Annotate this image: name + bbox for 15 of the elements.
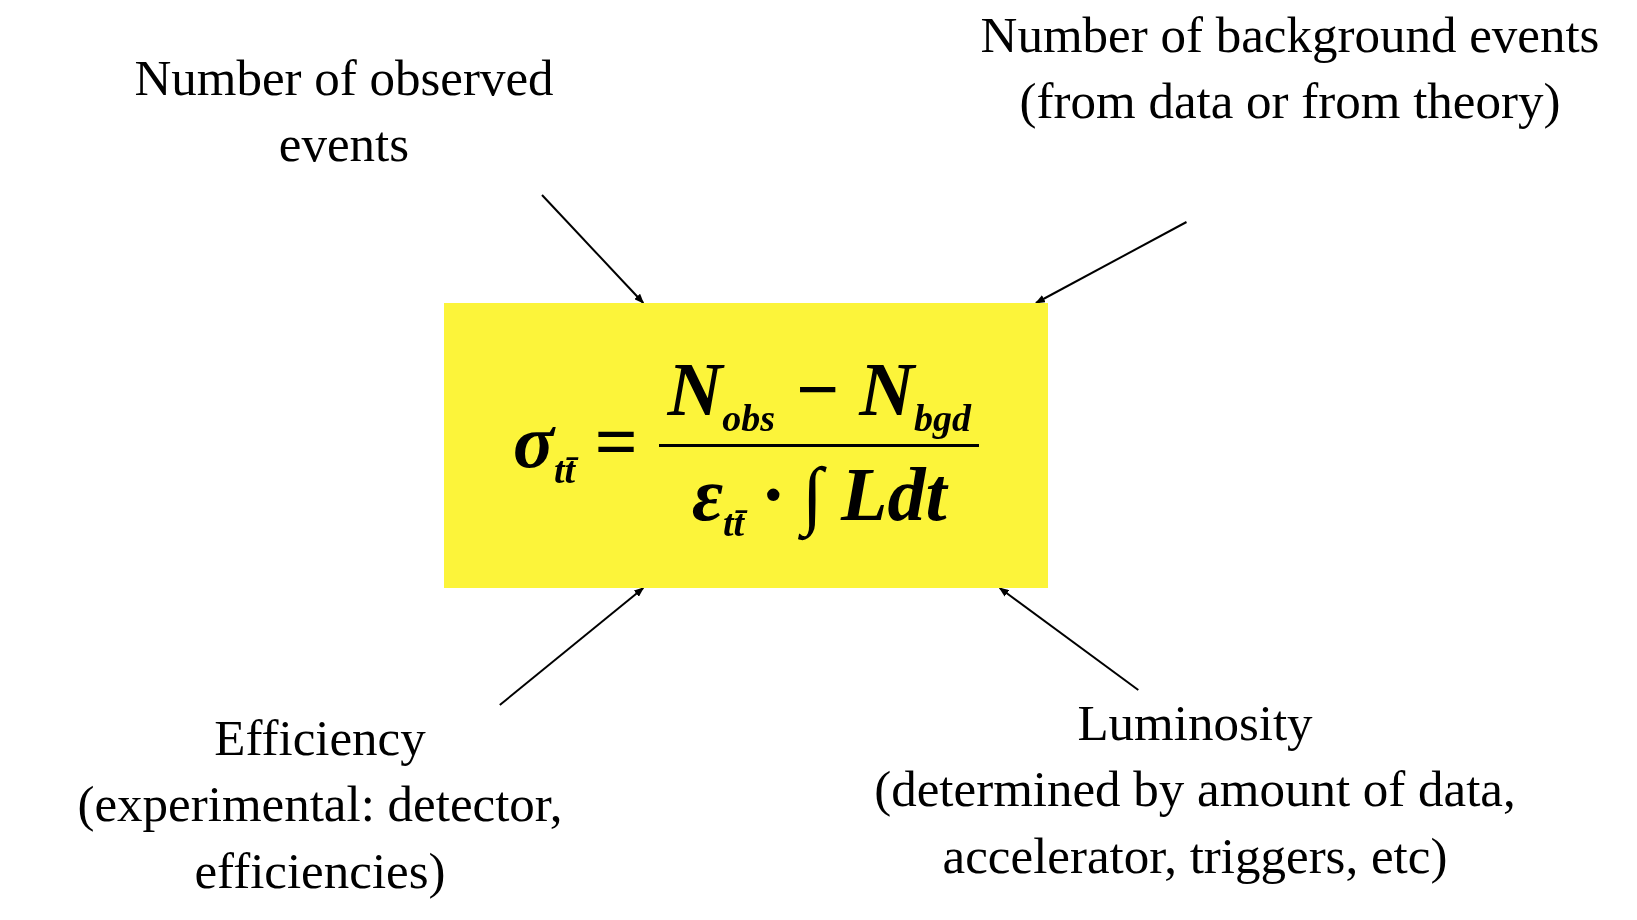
arrow (498, 587, 645, 706)
annotation-heading: Efficiency (214, 709, 426, 768)
annotation-heading: Number of observed events (133, 49, 555, 175)
annotation-heading: Number of background events (980, 6, 1600, 65)
formula-box (444, 303, 1048, 588)
numerator: N$_{obs}$ − N$_{bgd}$ (666, 345, 973, 440)
annotation-note: (from data or from theory) (1019, 72, 1561, 132)
annotation-heading: Luminosity (1077, 694, 1313, 753)
arrow (1034, 221, 1188, 304)
denominator: ε$_{tt̄}$ · ∫ Ldt (690, 451, 950, 546)
arrow (998, 587, 1140, 691)
annotation-note: (determined by amount of data, accelerator, triggers, etc) (873, 760, 1517, 886)
formula-lhs: σ$_{tt̄}$ = (513, 398, 638, 493)
annotation-note: (experimental: detector, efficiencies) (76, 775, 564, 901)
arrow (541, 194, 645, 304)
